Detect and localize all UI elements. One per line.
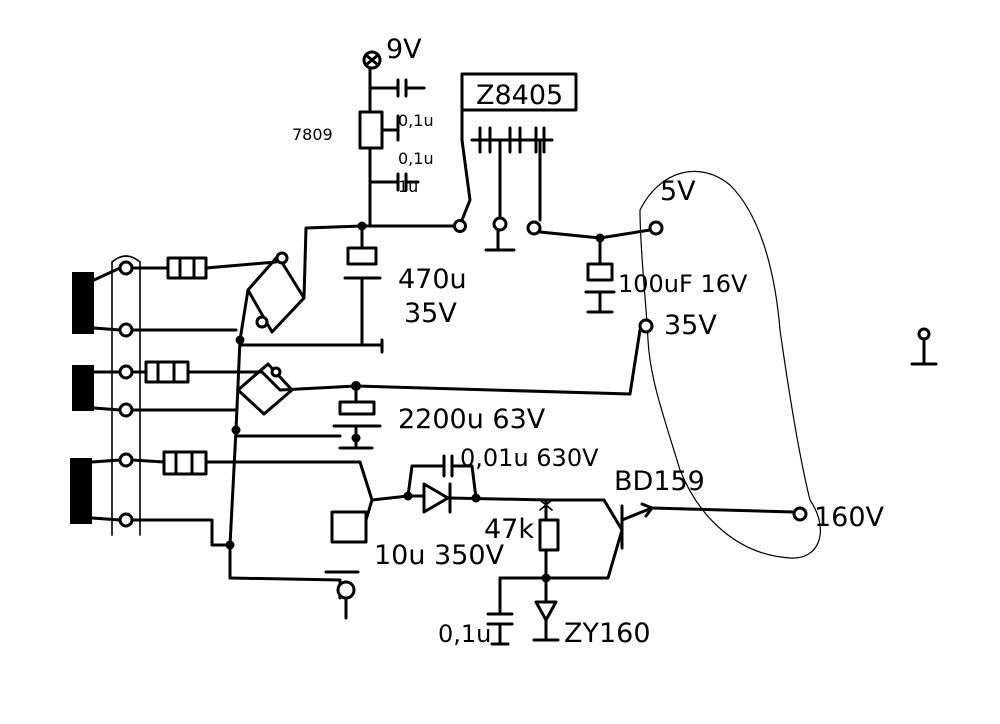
winding-3 xyxy=(70,458,92,524)
regulator-7809 xyxy=(358,110,384,150)
winding-2 xyxy=(72,365,94,411)
winding-1 xyxy=(72,272,94,334)
terminal-2b xyxy=(118,402,134,418)
cap-10u xyxy=(330,510,368,544)
cap-100u xyxy=(586,262,614,282)
label-cap-470u-voltage: 35V xyxy=(404,298,457,329)
label-9v: 9V xyxy=(386,34,422,65)
label-cap-1u: 1u xyxy=(398,177,418,196)
node-35v xyxy=(638,318,654,334)
label-res-47k: 47k xyxy=(484,514,534,545)
label-cap-10u: 10u 350V xyxy=(374,540,505,571)
fuse-3 xyxy=(162,450,208,476)
node-5v xyxy=(648,220,664,236)
node-ic-out xyxy=(526,220,542,236)
terminal-3a xyxy=(118,452,134,468)
label-cap-0-1u: 0,1u xyxy=(438,620,491,648)
label-regulator: 7809 xyxy=(292,125,333,144)
label-cap-10n: 0,01u 630V xyxy=(460,444,599,472)
zener-diode xyxy=(534,600,558,622)
label-cap-470u-value: 470u xyxy=(398,264,467,295)
label-35v: 35V xyxy=(664,310,717,341)
cap-2200u xyxy=(338,400,376,416)
label-cap-2200u: 2200u 63V xyxy=(398,404,546,435)
resistor-47k xyxy=(538,518,560,552)
node-regin xyxy=(453,219,467,233)
connector-strip-top xyxy=(111,255,141,263)
label-cap-top2: 0,1u xyxy=(398,149,434,168)
terminal-2a xyxy=(118,364,134,380)
node-160v xyxy=(792,506,808,522)
diode xyxy=(422,482,450,514)
transformer-windings xyxy=(70,255,141,536)
terminal-3b xyxy=(118,512,134,528)
ground-bus xyxy=(228,288,250,580)
label-ic: Z8405 xyxy=(476,80,563,111)
label-5v: 5V xyxy=(660,176,696,207)
fuse-2 xyxy=(144,360,190,384)
label-cap-top: 0,1u xyxy=(398,111,434,130)
output-group-outline xyxy=(639,170,821,559)
fuses xyxy=(130,256,374,502)
label-out-voltage: 160V xyxy=(814,502,885,533)
terminal-1a xyxy=(118,260,134,276)
node-10u-gnd xyxy=(336,580,356,600)
label-cap-100u: 100uF 16V xyxy=(618,270,748,298)
node-ic-gnd xyxy=(492,216,508,232)
connector-strip xyxy=(111,261,141,536)
terminal-1b xyxy=(118,322,134,338)
fuse-1 xyxy=(166,256,208,280)
label-zener: ZY160 xyxy=(564,618,651,649)
label-transistor: BD159 xyxy=(614,466,705,497)
cap-470u xyxy=(346,246,378,266)
ic-z8405 xyxy=(460,72,578,112)
